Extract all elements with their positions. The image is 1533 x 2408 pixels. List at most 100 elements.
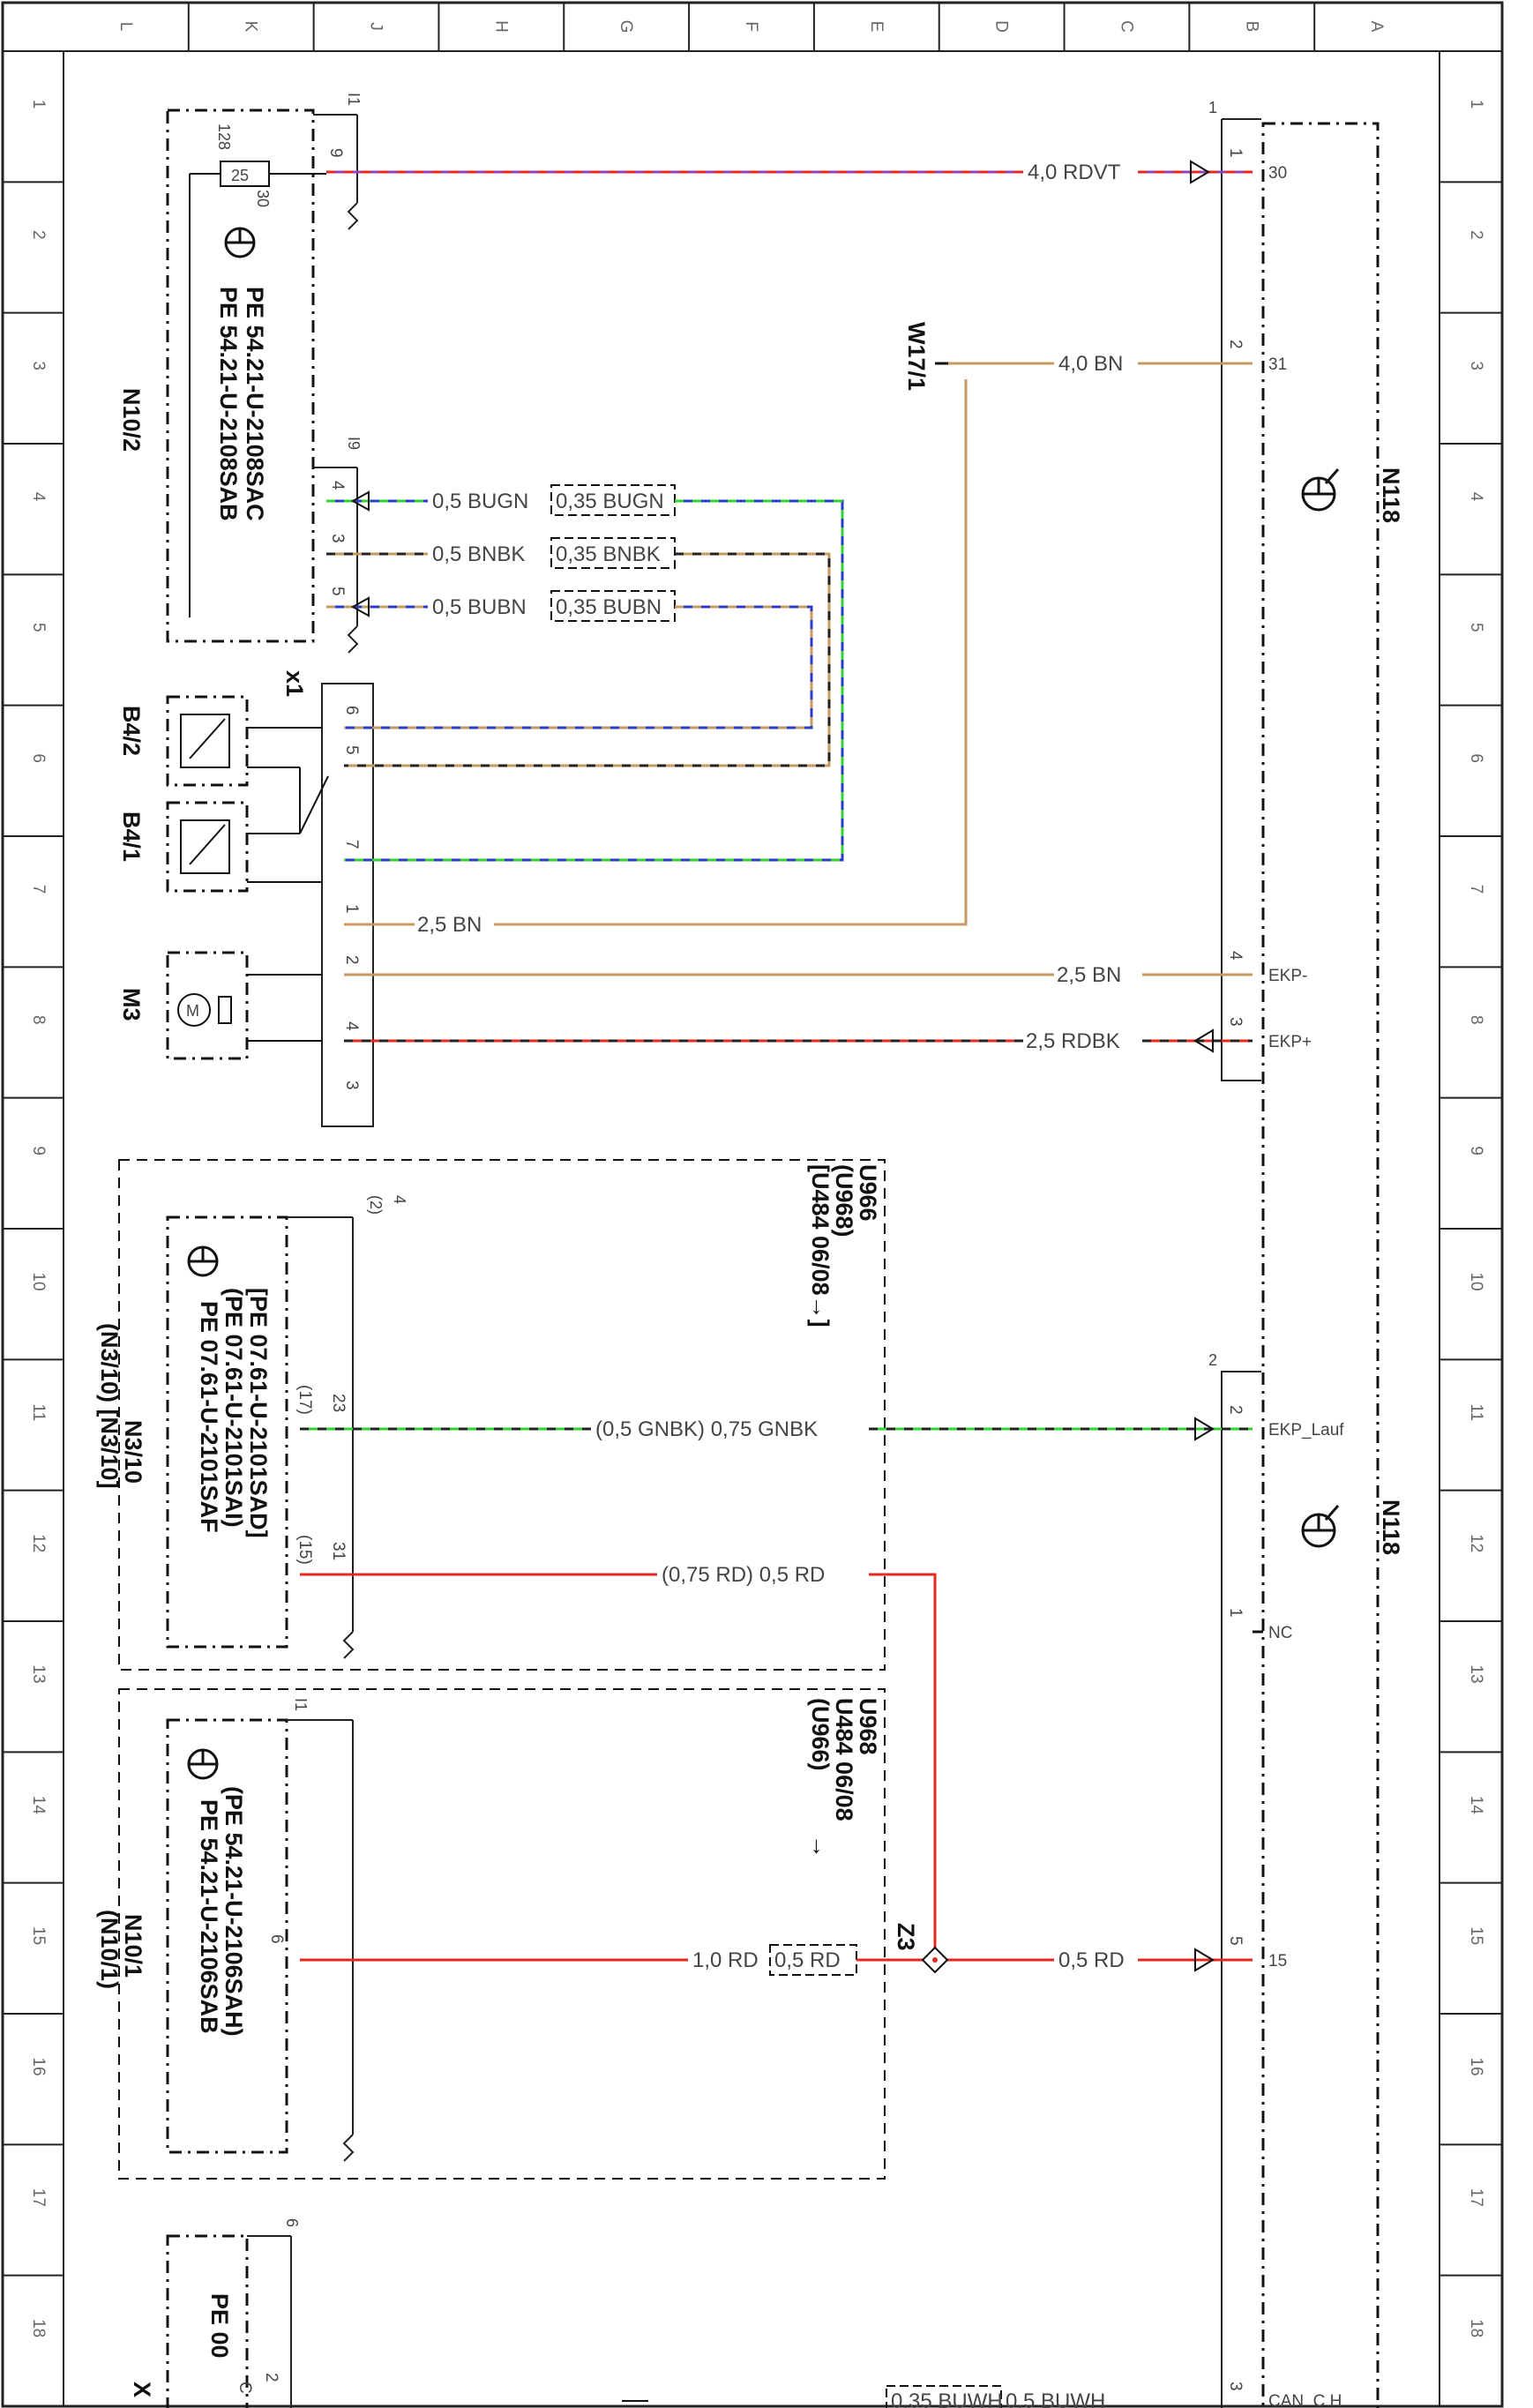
row-label-right: 16 (1467, 2057, 1485, 2075)
svg-text:3: 3 (1226, 2382, 1245, 2391)
row-label-left: 2 (29, 230, 48, 240)
row-label-right: 12 (1467, 1534, 1485, 1552)
svg-text:0,5 RD: 0,5 RD (1058, 1948, 1125, 1972)
ground-symbol-icon-4 (187, 1245, 219, 1277)
n3-10-variant-1: U966 (855, 1164, 881, 1222)
svg-text:3: 3 (328, 534, 347, 543)
row-label-left: 1 (29, 100, 48, 109)
row-label-left: 6 (29, 753, 48, 763)
svg-text:9: 9 (326, 148, 345, 158)
row-label-left: 12 (29, 1534, 48, 1552)
svg-text:(0,5 GNBK) 0,75 GNBK: (0,5 GNBK) 0,75 GNBK (595, 1417, 818, 1441)
svg-text:0,5 BUWH: 0,5 BUWH (1006, 2389, 1105, 2408)
svg-text:1,0 RD: 1,0 RD (692, 1948, 759, 1972)
n118-connector-1: 1 N118 (1208, 99, 1404, 2408)
n10-1-code-2: (PE 54.21-U-2106SAH) (221, 1786, 247, 2037)
column-label: F (742, 21, 760, 32)
svg-text:7: 7 (342, 840, 361, 849)
n118-connector-1-number: 1 (1208, 99, 1217, 116)
wire-bnbk: 0,5 BNBK 0,35 BNBK 3 (326, 534, 831, 767)
svg-text:NC: NC (1268, 1624, 1292, 1642)
svg-text:2: 2 (1226, 1405, 1245, 1415)
n10-1-variant-3: (U966) (807, 1698, 834, 1771)
row-label-left: 15 (29, 1926, 48, 1945)
svg-text:0,5 BUBN: 0,5 BUBN (432, 595, 527, 619)
n3-10-code-1: PE 07.61-U-2101SAF (196, 1301, 222, 1533)
svg-text:4: 4 (1226, 951, 1245, 961)
svg-text:23: 23 (329, 1394, 348, 1412)
x1-pins: 6 5 7 1 2 4 3 (342, 706, 361, 1090)
z3-splice: Z3 (893, 1923, 949, 1974)
b4-1-label: B4/1 (118, 811, 145, 862)
svg-text:0,5 BNBK: 0,5 BNBK (432, 542, 525, 566)
wire-bugn: 0,5 BUGN 0,35 BUGN 4 (326, 481, 844, 862)
svg-text:4: 4 (342, 1021, 361, 1031)
n3-10-label: N3/10 (120, 1420, 146, 1484)
column-label: B (1242, 21, 1260, 33)
svg-text:2: 2 (342, 955, 361, 965)
svg-text:31: 31 (329, 1542, 348, 1560)
w17-1-ground: W17/1 (903, 322, 953, 391)
n3-10-variant-3: [U484 06/08→] (807, 1164, 834, 1327)
n10-1-variant-arrow: → (807, 1835, 834, 1858)
n10-2-connector-i9: I9 (345, 437, 363, 450)
svg-text:(0,75 RD) 0,5 RD: (0,75 RD) 0,5 RD (662, 1563, 825, 1587)
bottom-code: PE 00 (206, 2293, 233, 2359)
row-label-right: 9 (1467, 1146, 1485, 1155)
wire-30-label: 4,0 RDVT (1028, 161, 1121, 184)
row-label-left: 7 (29, 885, 48, 894)
fuse-terminal-right: 30 (254, 190, 272, 207)
wire-bubn: 0,5 BUBN 0,35 BUBN 5 (326, 587, 813, 729)
n10-1-block: I1 PE 54.21-U-2106SAB (PE 54.21-U-2106SA… (96, 1688, 886, 2180)
wire-15-rd: 1,0 RD 0,5 RD 0,5 RD 6 5 15 (267, 1934, 1287, 1976)
n118-connector-2-number: 2 (1208, 1351, 1217, 1369)
column-label: E (867, 21, 886, 33)
motor-icon (177, 993, 211, 1027)
svg-text:5: 5 (1226, 1936, 1245, 1946)
n3-10-block: 4 (2) PE 07.61-U-2101SAF (PE 07.61-U-210… (96, 1159, 886, 1671)
row-label-left: 13 (29, 1664, 48, 1683)
n10-1-label-alt: (N10/1) (96, 1910, 123, 1989)
ground-symbol-icon-3 (224, 227, 256, 258)
ground-symbol-icon-5 (187, 1748, 219, 1780)
row-label-left: 9 (29, 1146, 48, 1155)
m3-label: M3 (118, 988, 145, 1021)
svg-text:4: 4 (328, 481, 347, 490)
column-label: J (367, 22, 385, 31)
row-label-left: 11 (29, 1403, 48, 1421)
svg-text:0,35 BUGN: 0,35 BUGN (556, 490, 664, 513)
row-label-right: 18 (1467, 2319, 1485, 2337)
row-label-right: 3 (1467, 361, 1485, 370)
wire-ekp-minus: 2,5 BN 4 EKP- (344, 951, 1307, 987)
x1-connector: x1 (281, 670, 374, 1127)
wire-31-label: 4,0 BN (1058, 352, 1123, 376)
svg-text:6: 6 (342, 706, 361, 715)
row-label-right: 2 (1467, 230, 1485, 240)
column-label: D (992, 20, 1011, 33)
row-label-left: 5 (29, 623, 48, 632)
n3-10-code-3: [PE 07.61-U-2101SAD] (245, 1288, 272, 1538)
wire-ekp-plus: 2,5 RDBK 3 EKP+ (344, 1017, 1312, 1053)
row-label-right: 7 (1467, 885, 1485, 894)
svg-text:6: 6 (267, 1934, 286, 1944)
row-label-right: 15 (1467, 1926, 1485, 1945)
w17-1-label: W17/1 (903, 322, 930, 391)
svg-text:1: 1 (1226, 1608, 1245, 1618)
ground-symbol-icon-2 (1301, 1505, 1340, 1548)
fuse-terminal-left: 128 (215, 123, 233, 150)
terminal-ekp-lauf: EKP_Lauf (1268, 1421, 1344, 1440)
n10-1-code-1: PE 54.21-U-2106SAB (196, 1799, 222, 2034)
z3-label: Z3 (893, 1923, 919, 1951)
row-label-right: 4 (1467, 492, 1485, 502)
column-label: A (1367, 21, 1386, 33)
row-label-right: 13 (1467, 1664, 1485, 1683)
n3-10-code-2: (PE 07.61-U-2101SAI) (221, 1288, 247, 1528)
n10-2-module: I1 I9 25 128 30 PE 54.21-U-2108SAB PE 54… (118, 93, 363, 654)
n10-2-connector-i1: I1 (345, 93, 363, 106)
svg-text:2: 2 (1226, 340, 1245, 349)
column-label: K (242, 21, 260, 33)
wire-0-5-rd: (0,75 RD) 0,5 RD 31 (15) (295, 1535, 937, 1949)
fuse-number: 25 (231, 167, 249, 184)
wire-2-5-bn-ground: 2,5 BN (344, 913, 482, 937)
